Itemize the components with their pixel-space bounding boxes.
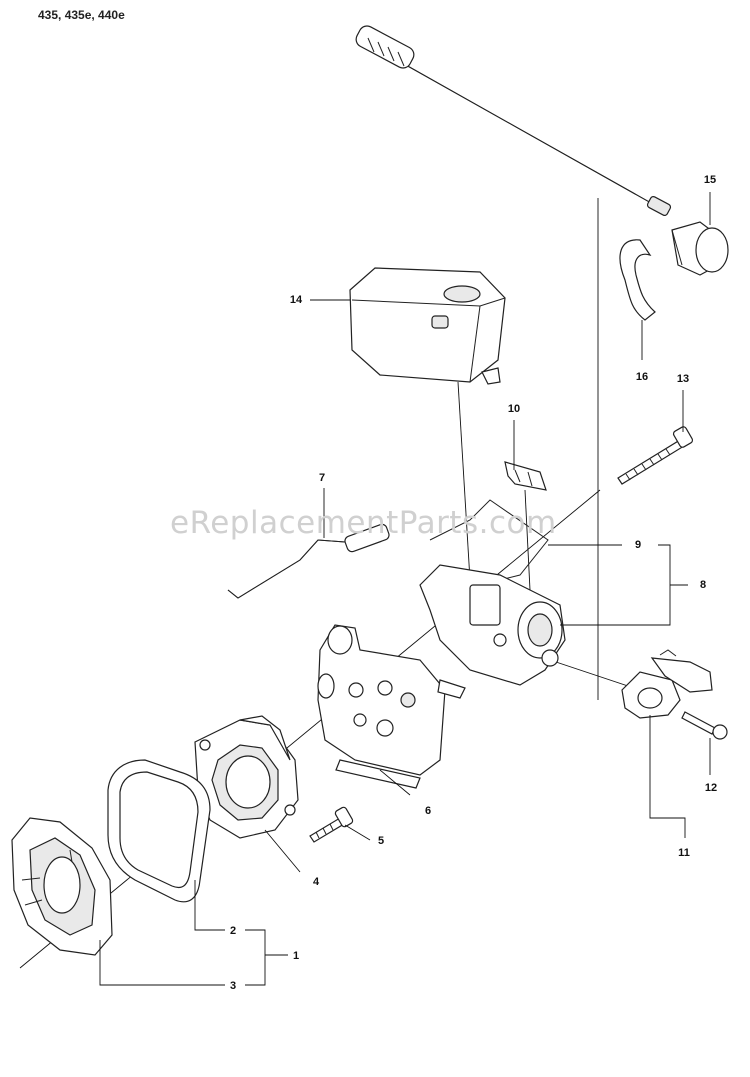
fuel-line-assembly — [355, 25, 729, 276]
callout-6: 6 — [424, 805, 432, 817]
assembly-axis — [19, 489, 601, 969]
callout-1: 1 — [292, 950, 300, 962]
callout-2: 2 — [229, 925, 237, 937]
throttle-bracket — [621, 649, 713, 719]
callout-3: 3 — [229, 980, 237, 992]
filter-base — [11, 817, 113, 956]
callout-11: 11 — [678, 847, 690, 859]
long-bolt — [617, 426, 694, 485]
callout-13: 13 — [676, 373, 690, 385]
carburetor — [317, 624, 466, 789]
clip-leader — [524, 489, 531, 591]
air-filter-cover — [349, 267, 506, 385]
callout-14: 14 — [289, 294, 303, 306]
callout-10: 10 — [507, 403, 521, 415]
watermark: eReplacementParts.com — [170, 505, 557, 541]
impulse-hose — [619, 239, 656, 321]
callout-8: 8 — [699, 579, 707, 591]
intake-flange — [194, 715, 299, 839]
cover-leader — [457, 381, 471, 581]
throttle-rod — [429, 499, 549, 581]
choke-rod — [227, 523, 390, 599]
callout-12: 12 — [704, 782, 718, 794]
callout-5: 5 — [377, 835, 385, 847]
bracket-screw — [681, 711, 728, 740]
callout-16: 16 — [635, 371, 649, 383]
callout-15: 15 — [703, 174, 717, 186]
callout-7: 7 — [318, 472, 326, 484]
filter-clip — [504, 461, 547, 491]
mounting-screw — [309, 806, 354, 843]
callout-4: 4 — [312, 876, 320, 888]
callout-leaders — [99, 192, 711, 986]
model-title: 435, 435e, 440e — [38, 8, 125, 22]
callout-9: 9 — [634, 539, 642, 551]
filter-seal — [107, 759, 211, 903]
carburetor-adapter — [419, 564, 566, 686]
